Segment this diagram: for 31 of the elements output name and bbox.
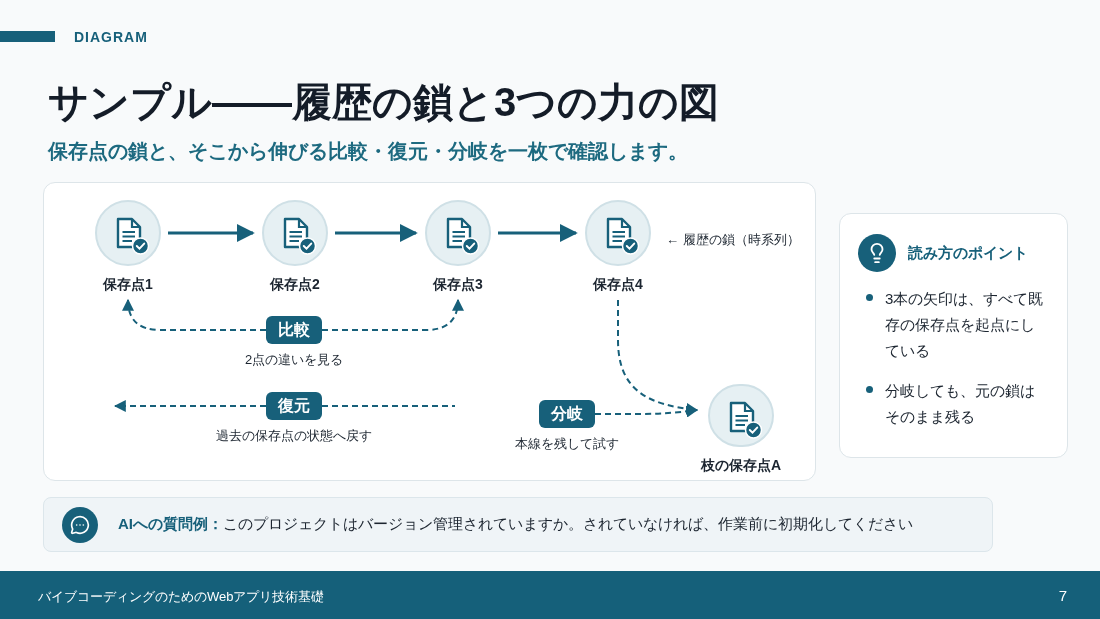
node-label: 保存点4 — [593, 275, 643, 294]
arrow — [498, 224, 578, 242]
card-heading: 読み方のポイント — [908, 242, 1028, 263]
action-badge: 比較 — [266, 316, 322, 344]
node-label: 保存点3 — [433, 275, 483, 294]
edge-caption: 本線を残して試す — [514, 435, 620, 453]
node-label: 保存点2 — [270, 275, 320, 294]
arrow — [168, 224, 255, 242]
dashed-arrow — [113, 400, 267, 412]
dashed-arrow — [122, 298, 267, 331]
question-text: AIへの質問例：このプロジェクトはバージョン管理されていますか。されていなければ、作業前に初期化してください — [118, 514, 913, 535]
dashed-arrow — [321, 298, 464, 331]
tips-card — [839, 213, 1068, 458]
subtitle: 保存点の鎖と、そこから伸びる比較・復元・分岐を一枚で確認します。 — [48, 139, 688, 164]
dashed-arrow — [617, 299, 699, 415]
dashed-arrow — [594, 405, 699, 418]
action-badge: 復元 — [266, 392, 322, 420]
bullet-text: 3本の矢印は、すべて既存の保存点を起点にしている — [885, 289, 1045, 361]
node-label: 枝の保存点A — [700, 456, 782, 475]
page-number: 7 — [1058, 586, 1067, 606]
footer-text: バイブコーディングのためのWebアプリ技術基礎 — [38, 588, 325, 606]
bullet-text: 分岐しても、元の鎖はそのまま残る — [885, 381, 1036, 427]
edge-caption: 過去の保存点の状態へ戻す — [215, 427, 373, 445]
edge-caption: 2点の違いを見る — [243, 351, 345, 369]
chain-note: ← 履歴の鎖（時系列） — [666, 231, 800, 249]
arrow — [335, 224, 418, 242]
question-card — [43, 497, 993, 552]
action-badge: 分岐 — [539, 400, 595, 428]
node-label: 保存点1 — [103, 275, 153, 294]
section-label: DIAGRAM — [74, 28, 148, 47]
title: サンプル——履歴の鎖と3つの力の図 — [48, 79, 720, 126]
